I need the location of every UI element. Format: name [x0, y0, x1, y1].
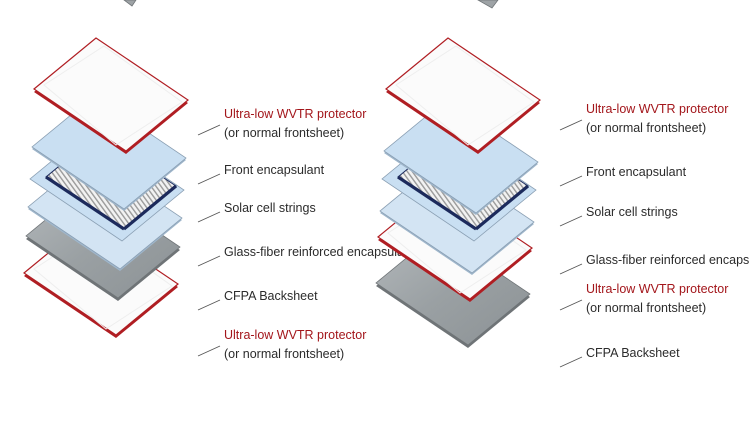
- clipped-layer-fragment-left: [123, 0, 137, 7]
- protector-highlight: [395, 45, 535, 146]
- encapsulant-sheet: [383, 99, 539, 214]
- right-stack-callouts: Ultra-low WVTR protector (or normal front…: [559, 102, 750, 368]
- layer-label: Solar cell strings: [224, 201, 316, 215]
- layer-label: CFPA Backsheet: [586, 346, 680, 360]
- layer-label-note: (or normal frontsheet): [586, 121, 706, 135]
- callout-leader-line: [197, 211, 221, 223]
- callout-leader-line: [197, 173, 221, 185]
- cell-busbar: [122, 184, 178, 231]
- encapsulant-sheet: [31, 95, 187, 210]
- layer-label: Glass-fiber reinforced encapsulant: [224, 245, 415, 259]
- cell-busbar: [45, 175, 125, 231]
- cell-busbar: [397, 175, 477, 231]
- layer-label: Ultra-low WVTR protector: [224, 107, 366, 121]
- callout-leader-line: [559, 263, 583, 275]
- layer-label: CFPA Backsheet: [224, 289, 318, 303]
- callout-leader-line: [559, 356, 583, 368]
- layer-label: Ultra-low WVTR protector: [224, 328, 366, 342]
- right-layer-encapsulant: [383, 99, 539, 215]
- layer-label: Solar cell strings: [586, 205, 678, 219]
- layer-label-note: (or normal frontsheet): [224, 126, 344, 140]
- layer-label: Ultra-low WVTR protector: [586, 102, 728, 116]
- protector-highlight: [43, 45, 183, 146]
- callout-leader-line: [559, 299, 583, 311]
- layer-label-note: (or normal frontsheet): [586, 301, 706, 315]
- left-layer-protector: [32, 37, 190, 154]
- layer-label: Ultra-low WVTR protector: [586, 282, 728, 296]
- cell-busbar: [474, 184, 530, 231]
- callout-leader-line: [197, 345, 221, 357]
- callout-leader-line: [197, 124, 221, 136]
- layer-label: Glass-fiber reinforced encapsulant: [586, 253, 750, 267]
- callout-leader-line: [197, 255, 221, 267]
- callout-leader-line: [197, 299, 221, 311]
- left-stack-layers: [22, 37, 190, 338]
- callout-leader-line: [559, 215, 583, 227]
- clipped-layer-fragment-right: [477, 0, 499, 9]
- right-layer-protector: [384, 37, 542, 154]
- callout-leader-line: [559, 175, 583, 187]
- left-stack-callouts: Ultra-low WVTR protector (or normal front…: [197, 107, 415, 361]
- left-layer-encapsulant: [31, 95, 187, 211]
- callout-leader-line: [559, 119, 583, 131]
- layer-label-note: (or normal frontsheet): [224, 347, 344, 361]
- layer-label: Front encapsulant: [224, 163, 325, 177]
- right-stack-layers: [375, 37, 542, 348]
- layer-label: Front encapsulant: [586, 165, 687, 179]
